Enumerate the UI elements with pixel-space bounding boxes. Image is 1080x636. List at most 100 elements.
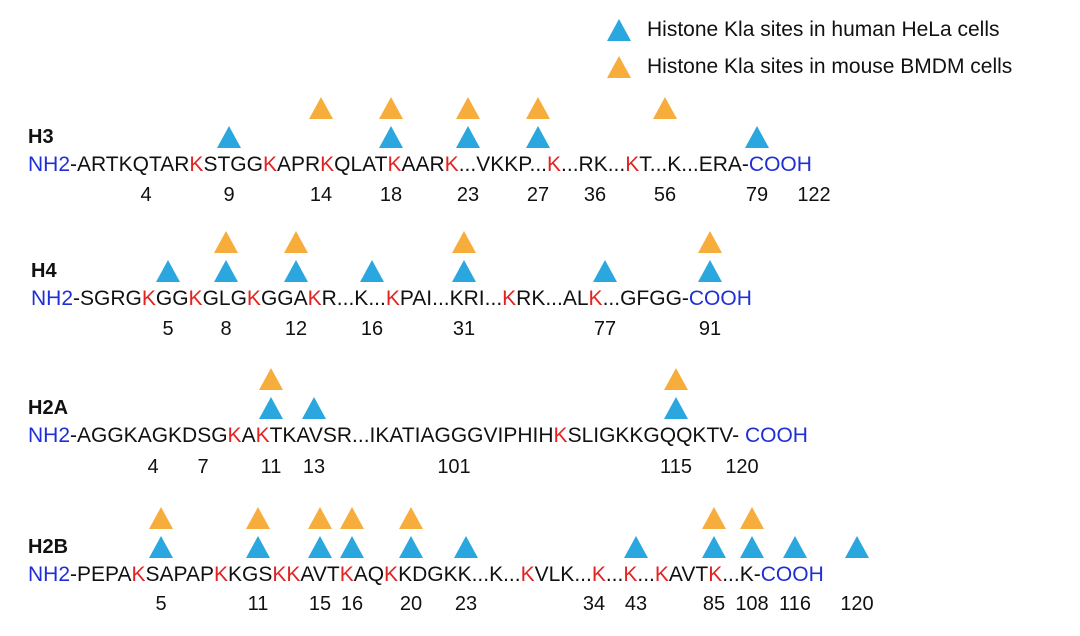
histone-label: H2A bbox=[28, 397, 69, 419]
site-number: 4 bbox=[147, 456, 159, 478]
sequence-segment: -AGGKAGKDSG bbox=[70, 424, 228, 447]
sequence-segment: KGS bbox=[228, 563, 273, 586]
site-number: 13 bbox=[302, 456, 326, 478]
human-kla-site-marker bbox=[783, 536, 807, 558]
lysine-residue: K bbox=[502, 287, 517, 310]
histone-label: H2B bbox=[28, 536, 69, 558]
site-number: 36 bbox=[583, 184, 607, 206]
sequence-segment: GGA bbox=[260, 287, 308, 310]
sequence-segment: ...VKKP... bbox=[458, 153, 548, 176]
sequence-segment: A bbox=[241, 424, 256, 447]
site-number: 23 bbox=[454, 593, 478, 615]
site-number: 31 bbox=[452, 318, 476, 340]
sequence-segment: ... bbox=[605, 563, 624, 586]
mouse-kla-site-marker bbox=[702, 507, 726, 529]
sequence-segment: -SGRG bbox=[73, 287, 142, 310]
lysine-residue: K bbox=[213, 563, 228, 586]
lysine-residue: K bbox=[188, 287, 203, 310]
lysine-residue: K bbox=[227, 424, 242, 447]
human-kla-site-marker bbox=[593, 260, 617, 282]
lysine-residue: K bbox=[591, 563, 606, 586]
site-number: 120 bbox=[725, 456, 759, 478]
sequence-segment: ...K- bbox=[722, 563, 761, 586]
human-kla-site-marker bbox=[845, 536, 869, 558]
human-kla-site-marker bbox=[664, 397, 688, 419]
lysine-residue: K bbox=[307, 287, 322, 310]
sequence-segment: QLAT bbox=[334, 153, 388, 176]
site-number: 56 bbox=[653, 184, 677, 206]
lysine-residue: K bbox=[520, 563, 535, 586]
sequence-line: NH2-PEPAKSAPAPKKGSKKAVTKAQKKDGKK...K...K… bbox=[28, 563, 824, 587]
mouse-kla-site-marker bbox=[340, 507, 364, 529]
histone-label: H3 bbox=[28, 126, 54, 148]
human-kla-site-marker bbox=[360, 260, 384, 282]
lysine-residue: K bbox=[588, 287, 603, 310]
site-number: 85 bbox=[702, 593, 726, 615]
sequence-segment: KDGKK...K... bbox=[398, 563, 521, 586]
lysine-residue: K bbox=[553, 424, 568, 447]
site-number: 101 bbox=[437, 456, 471, 478]
lysine-residue: K bbox=[246, 287, 261, 310]
n-terminus: NH2 bbox=[28, 563, 71, 586]
mouse-kla-site-marker bbox=[149, 507, 173, 529]
legend-item-mouse: Histone Kla sites in mouse BMDM cells bbox=[607, 55, 1012, 79]
mouse-kla-site-marker bbox=[259, 368, 283, 390]
sequence-segment: SAPAP bbox=[145, 563, 214, 586]
sequence-segment: ... bbox=[637, 563, 655, 586]
sequence-segment: ...GFGG- bbox=[602, 287, 689, 310]
sequence-segment: SLIGKKGQQKTV- bbox=[567, 424, 745, 447]
sequence-segment: AQ bbox=[353, 563, 385, 586]
sequence-segment: PAI...KRI... bbox=[399, 287, 503, 310]
sequence-segment: R...K... bbox=[321, 287, 386, 310]
sequence-segment: VLK... bbox=[534, 563, 592, 586]
mouse-kla-site-marker bbox=[309, 97, 333, 119]
mouse-kla-site-marker bbox=[456, 97, 480, 119]
n-terminus: NH2 bbox=[28, 153, 71, 176]
mouse-kla-site-marker bbox=[214, 231, 238, 253]
histone-label: H4 bbox=[31, 260, 57, 282]
human-kla-site-marker bbox=[399, 536, 423, 558]
site-number: 12 bbox=[284, 318, 308, 340]
human-kla-site-marker bbox=[259, 397, 283, 419]
site-number: 115 bbox=[660, 456, 692, 478]
site-number: 8 bbox=[220, 318, 232, 340]
blue-triangle-icon bbox=[607, 19, 631, 41]
site-number: 122 bbox=[797, 184, 831, 206]
human-kla-site-marker bbox=[740, 536, 764, 558]
sequence-segment: T...K...ERA- bbox=[639, 153, 749, 176]
human-kla-site-marker bbox=[745, 126, 769, 148]
sequence-segment: APR bbox=[276, 153, 321, 176]
site-number: 16 bbox=[340, 593, 364, 615]
n-terminus: NH2 bbox=[28, 424, 71, 447]
mouse-kla-site-marker bbox=[664, 368, 688, 390]
human-kla-site-marker bbox=[246, 536, 270, 558]
site-number: 20 bbox=[399, 593, 423, 615]
lysine-residue: K bbox=[141, 287, 156, 310]
site-number: 11 bbox=[247, 593, 269, 615]
c-terminus: COOH bbox=[688, 287, 752, 310]
lysine-residue: K bbox=[387, 153, 402, 176]
human-kla-site-marker bbox=[340, 536, 364, 558]
sequence-segment: -PEPA bbox=[70, 563, 132, 586]
human-kla-site-marker bbox=[452, 260, 476, 282]
human-kla-site-marker bbox=[624, 536, 648, 558]
lysine-residue: K bbox=[320, 153, 335, 176]
site-number: 43 bbox=[624, 593, 648, 615]
mouse-kla-site-marker bbox=[379, 97, 403, 119]
human-kla-site-marker bbox=[156, 260, 180, 282]
human-kla-site-marker bbox=[379, 126, 403, 148]
mouse-kla-site-marker bbox=[653, 97, 677, 119]
site-number: 9 bbox=[223, 184, 235, 206]
sequence-segment: GLG bbox=[202, 287, 247, 310]
sequence-segment: ...RK... bbox=[561, 153, 626, 176]
site-number: 116 bbox=[779, 593, 811, 615]
site-number: 77 bbox=[593, 318, 617, 340]
site-number: 27 bbox=[526, 184, 550, 206]
site-number: 108 bbox=[735, 593, 769, 615]
mouse-kla-site-marker bbox=[246, 507, 270, 529]
site-number: 120 bbox=[840, 593, 874, 615]
site-number: 5 bbox=[155, 593, 167, 615]
site-number: 91 bbox=[698, 318, 722, 340]
human-kla-site-marker bbox=[284, 260, 308, 282]
site-number: 34 bbox=[582, 593, 606, 615]
